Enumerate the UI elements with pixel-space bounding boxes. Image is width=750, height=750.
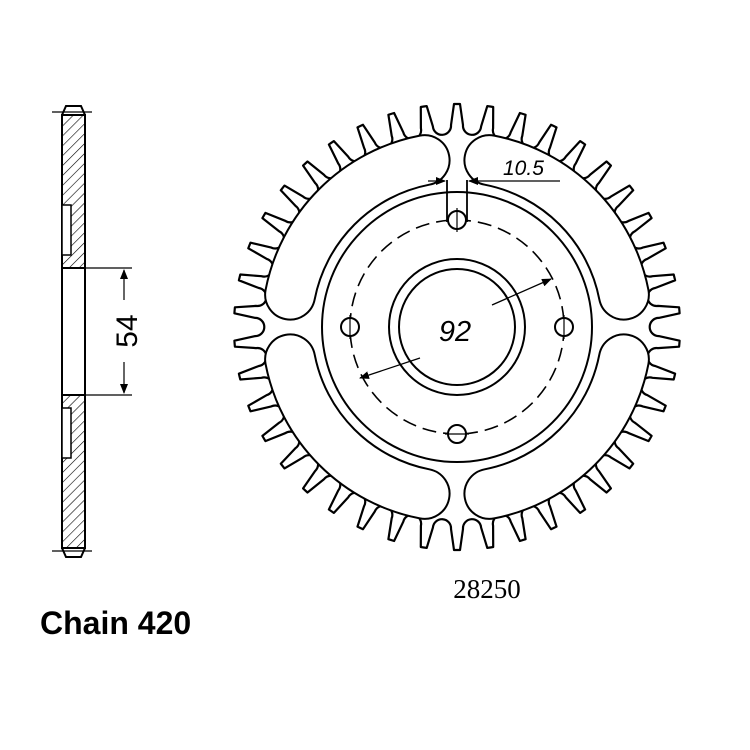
dim-10-5: 10.5 — [428, 157, 560, 185]
side-upper-recess — [61, 204, 72, 256]
side-top-tooth-tip — [61, 105, 86, 116]
hub-outer-circle — [388, 258, 526, 396]
bolt-hole-right — [554, 315, 574, 339]
top-slot — [446, 180, 468, 222]
dim-54-label: 54 — [111, 314, 144, 347]
side-lower-recess — [61, 407, 72, 459]
chain-label: Chain 420 — [40, 605, 191, 641]
outer-ring-circle — [321, 191, 593, 463]
dim-92-label: 92 — [439, 316, 471, 348]
side-bottom-tooth-tip — [61, 547, 86, 558]
dim-92: 92 — [359, 278, 552, 379]
center-bore-circle — [398, 268, 516, 386]
sprocket-front-view: 10.5 92 — [233, 102, 681, 552]
window-bottom-right — [463, 333, 650, 520]
window-bottom-left — [264, 333, 451, 520]
bolt-holes — [340, 208, 574, 444]
part-number: 28250 — [453, 574, 521, 604]
bolt-hole-top — [447, 208, 467, 232]
bolt-hole-left — [340, 315, 360, 339]
bolt-hole-bottom — [445, 424, 469, 444]
side-section-view: 54 — [52, 105, 144, 558]
window-top-left — [264, 134, 451, 321]
dim-10-5-label: 10.5 — [503, 157, 544, 180]
side-hub-section — [61, 267, 86, 396]
